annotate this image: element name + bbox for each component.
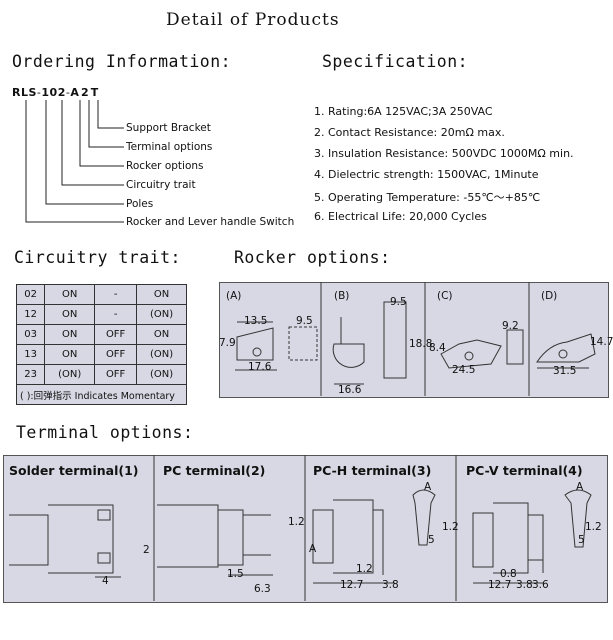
order-code-poles-circuit: 102 — [41, 86, 66, 99]
table-cell: ON — [44, 324, 96, 345]
table-cell: ON — [44, 344, 96, 365]
rocker-c-label: (C) — [437, 290, 453, 302]
table-cell: - — [94, 304, 138, 325]
terminal-pc-h-title: PC-H terminal(3) — [313, 463, 432, 478]
dimension-label: 31.5 — [553, 365, 577, 377]
table-cell: 23 — [15, 364, 46, 385]
spec-item: 6. Electrical Life: 20,000 Cycles — [314, 210, 487, 223]
table-cell: OFF — [94, 364, 138, 385]
dimension-label: 8.4 — [429, 342, 446, 354]
dimension-label: 2 — [143, 544, 150, 556]
dimension-label: 1.2 — [356, 563, 373, 575]
rocker-drawings — [235, 282, 596, 396]
table-cell: (ON) — [136, 344, 187, 365]
ordering-heading: Ordering Information: — [12, 52, 232, 71]
dimension-label: 24.5 — [452, 364, 476, 376]
dimension-label: 5 — [428, 534, 435, 546]
table-cell: (ON) — [44, 364, 96, 385]
order-code-series: RLS — [12, 86, 37, 99]
dimension-label: 0.8 — [500, 568, 517, 580]
table-cell: - — [94, 284, 138, 305]
dimension-label: 3.8 — [382, 579, 399, 591]
table-cell: ON — [136, 284, 187, 305]
order-label-rocker-options: Rocker options — [126, 160, 204, 172]
specification-heading: Specification: — [322, 52, 469, 71]
terminal-heading: Terminal options: — [16, 423, 194, 442]
order-label-terminal-options: Terminal options — [126, 141, 213, 153]
spec-item: 3. Insulation Resistance: 500VDC 1000MΩ … — [314, 147, 574, 160]
spec-item: 5. Operating Temperature: -55℃～+85℃ — [314, 191, 541, 204]
spec-item: 2. Contact Resistance: 20mΩ max. — [314, 126, 505, 139]
dimension-label: 1.2 — [585, 521, 602, 533]
spec-item: 4. Dielectric strength: 1500VAC, 1Minute — [314, 168, 539, 181]
dimension-label: 1.2 — [442, 521, 459, 533]
rocker-d-label: (D) — [541, 290, 558, 302]
rocker-a-label: (A) — [226, 290, 242, 302]
dimension-label: 13.5 — [244, 315, 268, 327]
dimension-label: 9.2 — [502, 320, 519, 332]
table-cell: ON — [136, 324, 187, 345]
ordering-leader-lines — [25, 100, 124, 223]
table-cell: 13 — [15, 344, 46, 365]
dimension-label: 12.7 — [340, 579, 364, 591]
order-code-dash: - — [36, 86, 42, 99]
dimension-label: 9.5 — [296, 315, 313, 327]
terminal-pc-v-title: PC-V terminal(4) — [466, 463, 583, 478]
page-title: Detail of Products — [166, 10, 340, 30]
order-code-terminal: 2 — [80, 86, 90, 99]
dimension-label: A — [309, 543, 317, 555]
dimension-label: 18.8 — [409, 338, 433, 350]
dimension-label: 12.7 — [488, 579, 512, 591]
dimension-label: 17.6 — [248, 361, 272, 373]
rocker-options-panel — [219, 282, 609, 398]
dimension-label: 3.6 — [532, 579, 549, 591]
table-cell: 03 — [15, 324, 46, 345]
spec-item: 1. Rating:6A 125VAC;3A 250VAC — [314, 105, 493, 118]
table-cell: (ON) — [136, 304, 187, 325]
order-code-bracket: T — [90, 86, 99, 99]
dimension-label: 14.7 — [590, 336, 613, 348]
dimension-label: 6.3 — [254, 583, 271, 595]
table-cell: ON — [44, 284, 96, 305]
terminal-solder-title: Solder terminal(1) — [9, 463, 139, 478]
dimension-label: A — [576, 481, 584, 493]
order-code: RLS-102-A 2 T — [12, 86, 99, 99]
order-code-rocker: A — [70, 86, 80, 99]
momentary-note: ( ):回弹指示 Indicates Momentary — [16, 384, 187, 405]
order-label-switch-type: Rocker and Lever handle Switch — [126, 216, 295, 228]
dimension-label: A — [424, 481, 432, 493]
table-cell: (ON) — [136, 364, 187, 385]
rocker-b-label: (B) — [334, 290, 350, 302]
dimension-label: 4 — [102, 575, 109, 587]
table-row: 23(ON)OFF(ON) — [15, 364, 187, 385]
order-label-circuitry-trait: Circuitry trait — [126, 179, 196, 191]
circuitry-heading: Circuitry trait: — [14, 248, 181, 267]
dimension-label: 1.5 — [227, 568, 244, 580]
rocker-heading: Rocker options: — [234, 248, 391, 267]
table-row: ( ):回弹指示 Indicates Momentary — [16, 384, 187, 405]
table-cell: ON — [44, 304, 96, 325]
table-cell: OFF — [94, 344, 138, 365]
dimension-label: 16.6 — [338, 384, 362, 396]
dimension-label: 1.2 — [288, 516, 305, 528]
terminal-pc-title: PC terminal(2) — [163, 463, 266, 478]
table-cell: OFF — [94, 324, 138, 345]
dimension-label: 9.5 — [390, 296, 407, 308]
table-cell: 02 — [15, 284, 46, 305]
dimension-label: 5 — [578, 534, 585, 546]
order-label-poles: Poles — [126, 198, 154, 210]
table-cell: 12 — [15, 304, 46, 325]
order-label-support-bracket: Support Bracket — [126, 122, 211, 134]
dimension-label: 3.8 — [516, 579, 533, 591]
terminal-drawings — [9, 455, 592, 601]
order-code-dash: - — [65, 86, 71, 99]
dimension-label: 7.9 — [219, 337, 236, 349]
